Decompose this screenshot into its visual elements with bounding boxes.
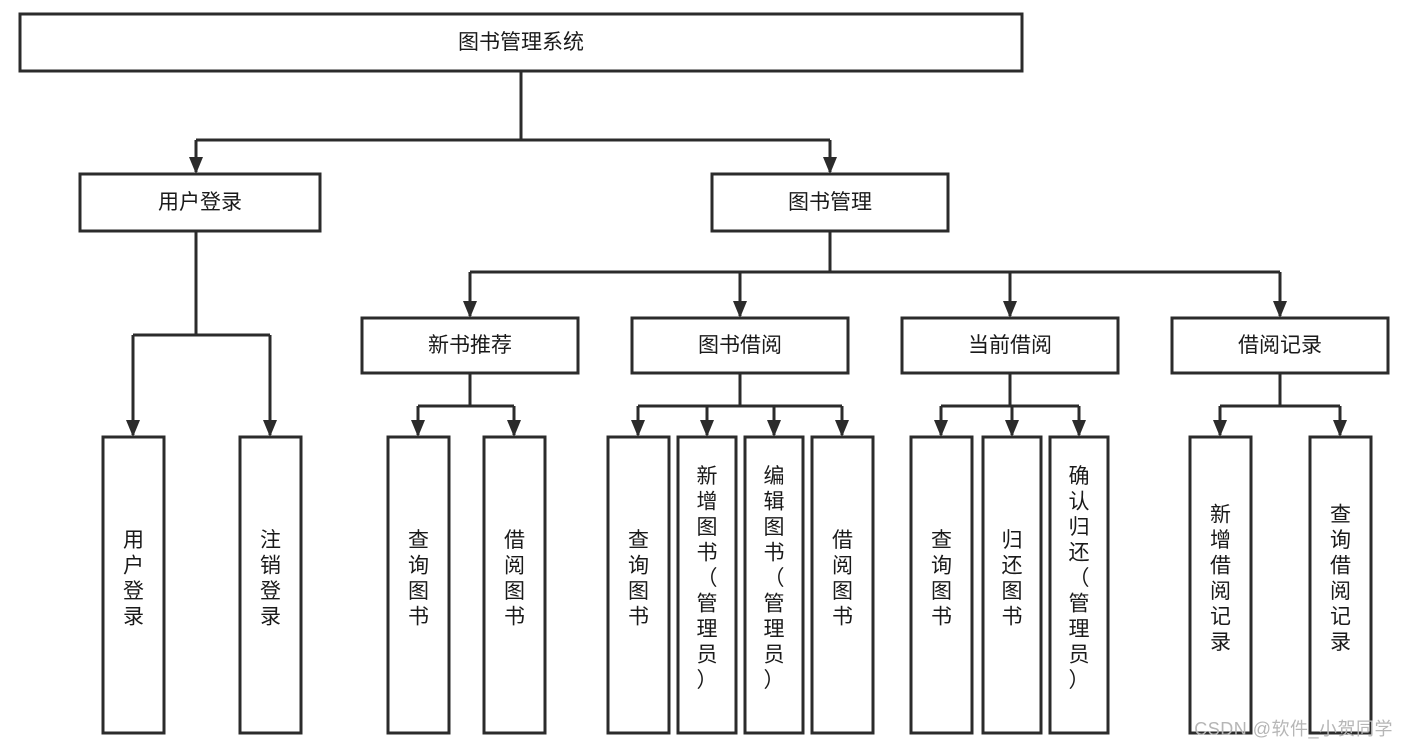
node-label: 图书管理	[788, 191, 872, 214]
node-leaf-borrow-book-1[interactable]: 借阅图书	[482, 435, 547, 735]
arrow-head-icon	[1273, 301, 1287, 318]
node-book-borrow[interactable]: 图书借阅	[630, 316, 850, 375]
edge-group-book-manage	[463, 231, 1287, 318]
node-label: 借阅记录	[1238, 334, 1322, 357]
arrow-head-icon	[263, 420, 277, 437]
node-leaf-add-record[interactable]: 新增借阅记录	[1188, 435, 1253, 735]
node-root[interactable]: 图书管理系统	[18, 12, 1024, 73]
arrow-head-icon	[733, 301, 747, 318]
node-leaf-query-book-1[interactable]: 查询图书	[386, 435, 451, 735]
node-leaf-query-record[interactable]: 查询借阅记录	[1308, 435, 1373, 735]
node-box[interactable]	[900, 316, 1120, 375]
node-label: 借阅图书	[832, 529, 853, 629]
node-label: 查询借阅记录	[1330, 503, 1351, 654]
node-user-login[interactable]: 用户登录	[78, 172, 322, 233]
arrow-head-icon	[823, 157, 837, 174]
arrow-head-icon	[835, 420, 849, 437]
node-box[interactable]	[981, 435, 1043, 735]
edge-group-borrow-record	[1213, 373, 1347, 437]
edge-group-book-borrow	[631, 373, 849, 437]
arrow-head-icon	[126, 420, 140, 437]
node-label: 图书借阅	[698, 334, 782, 357]
node-label: 编辑图书（管理员）	[764, 465, 785, 692]
arrow-head-icon	[767, 420, 781, 437]
node-box[interactable]	[743, 435, 805, 735]
node-box[interactable]	[386, 435, 451, 735]
edge-group-root	[189, 71, 837, 174]
node-label: 查询图书	[408, 529, 429, 629]
node-borrow-record[interactable]: 借阅记录	[1170, 316, 1390, 375]
node-box[interactable]	[676, 435, 738, 735]
node-label: 查询图书	[628, 529, 649, 629]
node-label: 当前借阅	[968, 334, 1052, 357]
node-box[interactable]	[1188, 435, 1253, 735]
connector-layer	[126, 71, 1347, 437]
node-box[interactable]	[101, 435, 166, 735]
node-label: 确认归还（管理员）	[1069, 465, 1090, 692]
arrow-head-icon	[1333, 420, 1347, 437]
edge-group-new-book-rec	[411, 373, 521, 437]
arrow-head-icon	[631, 420, 645, 437]
node-box[interactable]	[1048, 435, 1110, 735]
node-leaf-user-login[interactable]: 用户登录	[101, 435, 166, 735]
arrow-head-icon	[700, 420, 714, 437]
node-leaf-borrow-book-2[interactable]: 借阅图书	[810, 435, 875, 735]
node-box[interactable]	[630, 316, 850, 375]
arrow-head-icon	[189, 157, 203, 174]
node-label: 借阅图书	[504, 529, 525, 629]
arrow-head-icon	[1213, 420, 1227, 437]
node-leaf-add-book[interactable]: 新增图书（管理员）	[676, 435, 738, 735]
node-current-borrow[interactable]: 当前借阅	[900, 316, 1120, 375]
node-leaf-query-book-3[interactable]: 查询图书	[909, 435, 974, 735]
node-box[interactable]	[710, 172, 950, 233]
node-label: 用户登录	[158, 191, 242, 214]
arrow-head-icon	[411, 420, 425, 437]
node-box[interactable]	[78, 172, 322, 233]
node-label: 图书管理系统	[458, 31, 584, 54]
node-leaf-confirm-return[interactable]: 确认归还（管理员）	[1048, 435, 1110, 735]
node-leaf-logout[interactable]: 注销登录	[238, 435, 303, 735]
node-book-manage[interactable]: 图书管理	[710, 172, 950, 233]
node-new-book-rec[interactable]: 新书推荐	[360, 316, 580, 375]
arrow-head-icon	[507, 420, 521, 437]
edge-group-user-login	[126, 231, 277, 437]
node-label: 注销登录	[260, 529, 281, 629]
node-box[interactable]	[606, 435, 671, 735]
node-box[interactable]	[909, 435, 974, 735]
node-label: 新书推荐	[428, 334, 512, 357]
node-box[interactable]	[360, 316, 580, 375]
node-label: 归还图书	[1002, 529, 1023, 629]
node-box[interactable]	[1170, 316, 1390, 375]
node-layer: 图书管理系统用户登录图书管理新书推荐图书借阅当前借阅借阅记录用户登录注销登录查询…	[18, 12, 1390, 735]
node-leaf-query-book-2[interactable]: 查询图书	[606, 435, 671, 735]
arrow-head-icon	[463, 301, 477, 318]
arrow-head-icon	[1003, 301, 1017, 318]
csdn-watermark: CSDN @软件_小贺同学	[1194, 719, 1393, 739]
arrow-head-icon	[1072, 420, 1086, 437]
node-box[interactable]	[1308, 435, 1373, 735]
arrow-head-icon	[1005, 420, 1019, 437]
edge-group-current-borrow	[934, 373, 1086, 437]
node-leaf-return-book[interactable]: 归还图书	[981, 435, 1043, 735]
node-label: 用户登录	[123, 529, 144, 629]
node-box[interactable]	[810, 435, 875, 735]
node-label: 查询图书	[931, 529, 952, 629]
node-leaf-edit-book[interactable]: 编辑图书（管理员）	[743, 435, 805, 735]
node-box[interactable]	[18, 12, 1024, 73]
arrow-head-icon	[934, 420, 948, 437]
node-label: 新增借阅记录	[1210, 503, 1231, 654]
node-box[interactable]	[238, 435, 303, 735]
node-label: 新增图书（管理员）	[697, 465, 718, 692]
node-box[interactable]	[482, 435, 547, 735]
